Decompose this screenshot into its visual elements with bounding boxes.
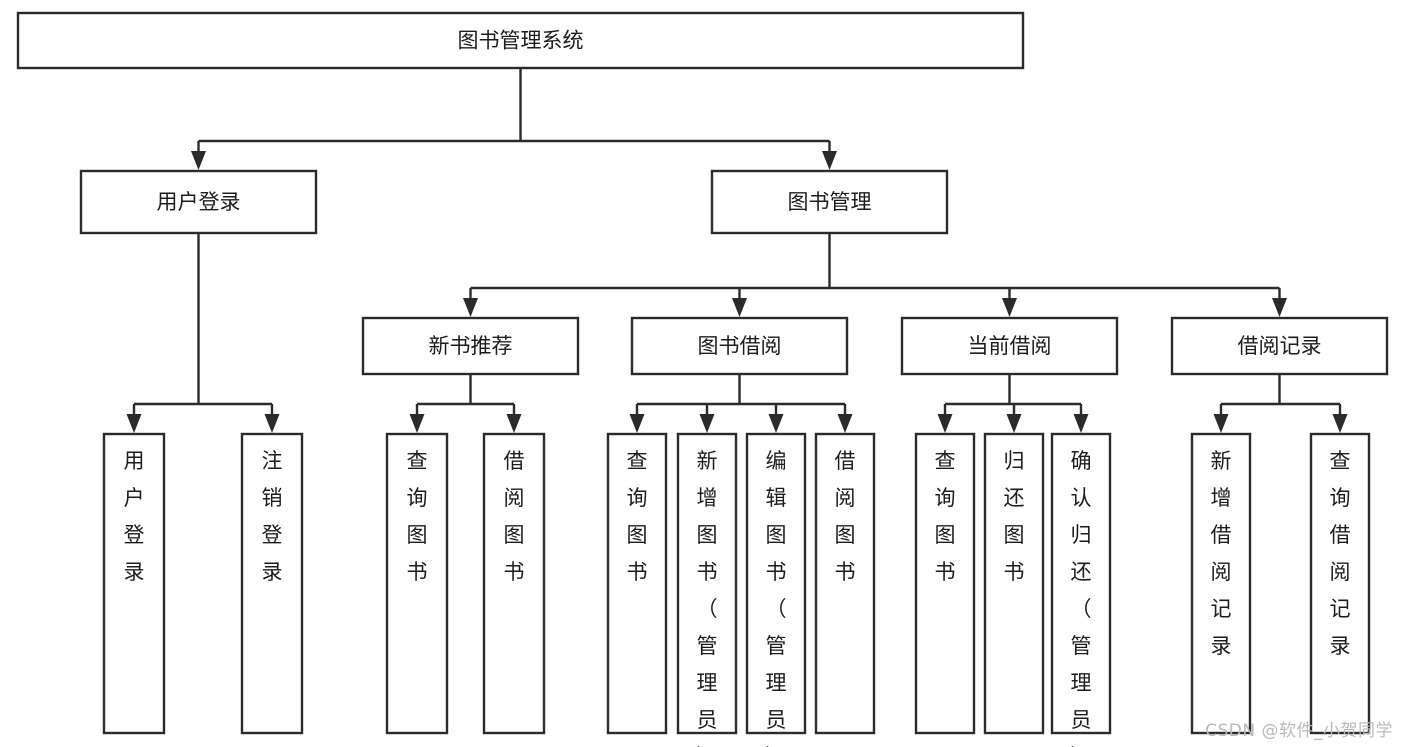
node-box: [983, 432, 1045, 735]
node-leaf-query-record[interactable]: 查询借阅记录: [1309, 432, 1371, 735]
node-box: [900, 316, 1119, 376]
node-label: 注销登录: [262, 449, 283, 584]
connector-layer: [126, 68, 1348, 433]
node-label: 借阅记录: [1238, 334, 1322, 358]
node-n-new-book-rec[interactable]: 新书推荐: [361, 316, 580, 376]
node-n-user-login[interactable]: 用户登录: [79, 169, 318, 235]
arrow-head-icon: [1272, 298, 1287, 317]
node-box: [1170, 316, 1389, 376]
connector-group: [1213, 374, 1348, 433]
node-leaf-confirm-return[interactable]: 确认归还（管理员）: [1050, 432, 1112, 747]
connector-group: [409, 374, 522, 433]
node-label: 新书推荐: [429, 334, 513, 358]
node-box: [914, 432, 976, 735]
arrow-head-icon: [409, 414, 425, 433]
node-n-current-borrow[interactable]: 当前借阅: [900, 316, 1119, 376]
arrow-head-icon: [822, 151, 837, 170]
node-box: [606, 432, 668, 735]
node-label: 编辑图书（管理员）: [766, 449, 787, 747]
connector-group: [629, 374, 853, 433]
node-label: 查询图书: [935, 449, 956, 584]
arrow-head-icon: [506, 414, 522, 433]
node-label: 用户登录: [124, 449, 145, 584]
node-leaf-user-login[interactable]: 用户登录: [102, 432, 166, 735]
node-label: 查询图书: [627, 449, 648, 584]
node-label: 用户登录: [157, 190, 241, 214]
node-leaf-edit-book[interactable]: 编辑图书（管理员）: [745, 432, 807, 747]
arrow-head-icon: [463, 298, 478, 317]
arrow-head-icon: [1332, 414, 1348, 433]
node-box: [630, 316, 849, 376]
arrow-head-icon: [837, 414, 853, 433]
node-n-borrow-record[interactable]: 借阅记录: [1170, 316, 1389, 376]
node-box: [710, 169, 949, 235]
node-leaf-add-book[interactable]: 新增图书（管理员）: [676, 432, 738, 747]
connector-group: [463, 233, 1287, 317]
node-box: [79, 169, 318, 235]
node-leaf-borrow-book-a[interactable]: 借阅图书: [482, 432, 546, 735]
arrow-head-icon: [699, 414, 715, 433]
node-label: 归还图书: [1004, 449, 1025, 584]
arrow-head-icon: [1002, 298, 1017, 317]
connector-group: [191, 68, 837, 170]
node-box: [361, 316, 580, 376]
node-n-book-borrow[interactable]: 图书借阅: [630, 316, 849, 376]
arrow-head-icon: [126, 414, 142, 433]
node-leaf-logout[interactable]: 注销登录: [240, 432, 304, 735]
node-leaf-query-book-b[interactable]: 查询图书: [606, 432, 668, 735]
node-label: 图书管理: [788, 190, 872, 214]
node-leaf-query-book-a[interactable]: 查询图书: [385, 432, 449, 735]
node-leaf-query-book-c[interactable]: 查询图书: [914, 432, 976, 735]
node-label: 借阅图书: [504, 449, 525, 584]
node-n-book-mgmt[interactable]: 图书管理: [710, 169, 949, 235]
node-label: 图书借阅: [698, 334, 782, 358]
node-label: 新增借阅记录: [1211, 449, 1232, 658]
arrow-head-icon: [1073, 414, 1089, 433]
node-box: [1309, 432, 1371, 735]
node-box: [814, 432, 876, 735]
node-label: 查询图书: [407, 449, 428, 584]
node-box: [102, 432, 166, 735]
arrow-head-icon: [937, 414, 953, 433]
arrow-head-icon: [1213, 414, 1229, 433]
connector-group: [937, 374, 1089, 433]
node-label: 新增图书（管理员）: [697, 449, 718, 747]
arrow-head-icon: [264, 414, 280, 433]
arrow-head-icon: [768, 414, 784, 433]
connector-group: [126, 233, 280, 433]
node-box: [16, 11, 1025, 70]
node-box: [745, 432, 807, 735]
node-leaf-return-book[interactable]: 归还图书: [983, 432, 1045, 735]
node-label: 借阅图书: [835, 449, 856, 584]
arrow-head-icon: [191, 151, 206, 170]
node-box: [676, 432, 738, 735]
arrow-head-icon: [1006, 414, 1022, 433]
node-box: [240, 432, 304, 735]
node-layer: 图书管理系统用户登录图书管理新书推荐图书借阅当前借阅借阅记录用户登录注销登录查询…: [16, 11, 1389, 747]
arrow-head-icon: [732, 298, 747, 317]
node-label: 查询借阅记录: [1330, 449, 1351, 658]
node-leaf-borrow-book-b[interactable]: 借阅图书: [814, 432, 876, 735]
node-box: [1050, 432, 1112, 735]
node-root[interactable]: 图书管理系统: [16, 11, 1025, 70]
arrow-head-icon: [629, 414, 645, 433]
node-label: 图书管理系统: [458, 29, 584, 53]
node-box: [1190, 432, 1252, 735]
node-box: [385, 432, 449, 735]
node-leaf-add-record[interactable]: 新增借阅记录: [1190, 432, 1252, 735]
node-label: 确认归还（管理员）: [1071, 449, 1092, 747]
node-box: [482, 432, 546, 735]
node-label: 当前借阅: [968, 334, 1052, 358]
